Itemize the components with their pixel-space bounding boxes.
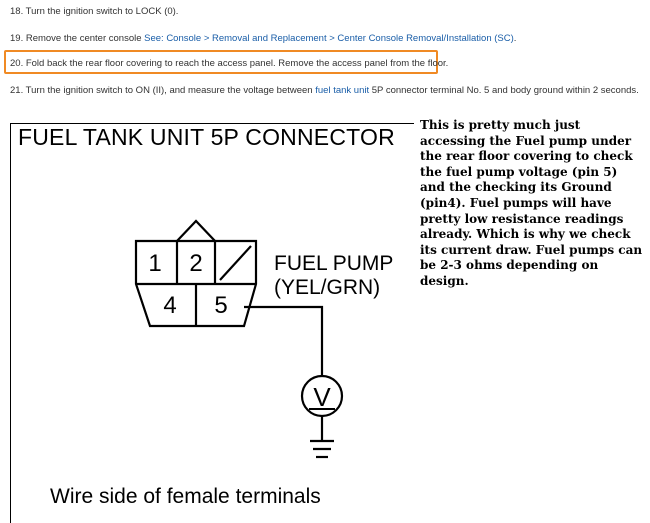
step-18-text: 18. Turn the ignition switch to LOCK (0)… xyxy=(10,6,179,17)
step-20-text: 20. Fold back the rear floor covering to… xyxy=(10,58,449,69)
pin-2-label: 2 xyxy=(189,250,203,277)
pin-4-label: 4 xyxy=(163,292,177,319)
pin-5-label: 5 xyxy=(214,292,228,319)
diagram-footer: Wire side of female terminals xyxy=(50,485,321,508)
voltmeter-symbol: V xyxy=(313,382,331,412)
step-21-text: 21. Turn the ignition switch to ON (II),… xyxy=(10,85,316,96)
pin-1-label: 1 xyxy=(148,250,162,277)
step-19-suffix: . xyxy=(513,33,517,44)
fuel-pump-label: FUEL PUMP xyxy=(274,252,394,275)
highlighted-step-box xyxy=(4,50,438,74)
step-19: 19. Remove the center console See: Conso… xyxy=(10,33,516,45)
diagram-title: FUEL TANK UNIT 5P CONNECTOR xyxy=(18,124,395,150)
step-18: 18. Turn the ignition switch to LOCK (0)… xyxy=(10,6,178,18)
wire-color-label: (YEL/GRN) xyxy=(274,276,381,299)
step-21-suffix: 5P connector terminal No. 5 and body gro… xyxy=(369,85,639,96)
empty-cavity-slash xyxy=(219,245,252,281)
center-console-link[interactable]: See: Console > Removal and Replacement >… xyxy=(144,33,514,44)
fuel-tank-unit-link[interactable]: fuel tank unit xyxy=(315,85,370,96)
connector-key-tab xyxy=(176,219,216,242)
explanation-note: This is pretty much just accessing the F… xyxy=(420,118,643,288)
connector-diagram xyxy=(10,123,414,523)
step-20: 20. Fold back the rear floor covering to… xyxy=(10,58,448,70)
step-21: 21. Turn the ignition switch to ON (II),… xyxy=(10,85,639,97)
step-19-text: 19. Remove the center console xyxy=(10,33,145,44)
probe-wire xyxy=(244,305,324,376)
